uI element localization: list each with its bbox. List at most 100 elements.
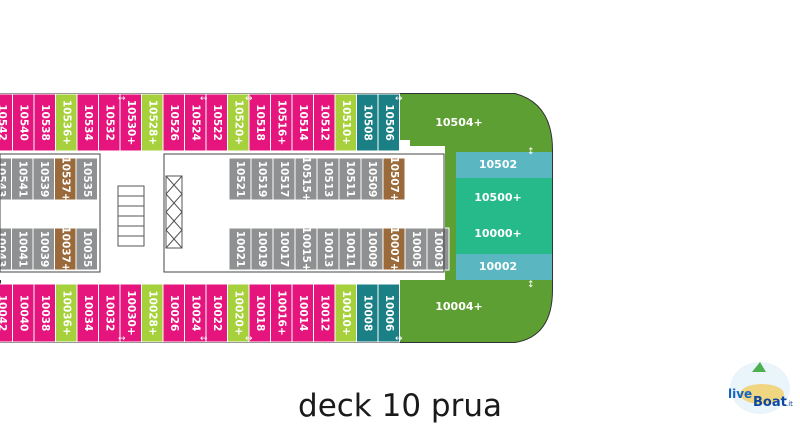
cabin-10018[interactable]: 10018 [248,283,271,343]
cabin-10016[interactable]: 10016+ [270,283,293,343]
cabin-10015[interactable]: 10015+ [294,226,318,272]
cabin-10043[interactable]: 10043 [0,227,12,271]
cabin-10014[interactable]: 10014 [291,283,314,343]
cabin-10500[interactable]: 10500+ [456,182,552,214]
cabin-10037[interactable]: 10037+ [54,226,77,272]
cabin-number: 10008 [361,295,373,332]
cabin-10536[interactable]: 10536+ [55,93,78,152]
svg-text:↔: ↔ [245,94,253,104]
cabin-10005[interactable]: 10005 [404,227,428,271]
svg-text:↔: ↔ [395,334,403,344]
cabin-10516[interactable]: 10516+ [270,93,293,152]
cabin-10039[interactable]: 10039 [32,227,55,271]
cabin-10506[interactable]: 10506 [377,93,400,152]
cabin-10010[interactable]: 10010+ [334,283,357,343]
cabin-10502[interactable]: 10502 [456,152,552,178]
cabin-10012[interactable]: 10012 [313,283,336,343]
cabin-number: 10016+ [275,290,287,335]
cabin-10000[interactable]: 10000+ [456,218,552,250]
cabin-10032[interactable]: 10032 [98,283,121,343]
cabin-10541[interactable]: 10541 [11,157,34,201]
cabin-number: 10028+ [146,290,158,335]
cabin-10013[interactable]: 10013 [316,227,340,271]
cabin-10041[interactable]: 10041 [11,227,34,271]
liveboat-logo: live Boat .it [728,362,793,414]
cabin-number: 10042 [0,295,8,332]
cabin-10519[interactable]: 10519 [250,157,274,201]
cabin-10515[interactable]: 10515+ [294,156,318,202]
cabin-number: 10526 [168,104,180,141]
cabin-10011[interactable]: 10011 [338,227,362,271]
cabin-10509[interactable]: 10509 [360,157,384,201]
cabin-10543[interactable]: 10543 [0,157,12,201]
cabin-10003[interactable]: 10003 [426,227,450,271]
svg-text:↔: ↔ [118,94,126,104]
cabin-10008[interactable]: 10008 [356,283,379,343]
cabin-10521[interactable]: 10521 [228,157,252,201]
cabin-10004[interactable]: 10004+ [410,284,520,330]
cabin-10512[interactable]: 10512 [313,93,336,152]
cabin-10513[interactable]: 10513 [316,157,340,201]
cabin-10036[interactable]: 10036+ [55,283,78,343]
cabin-10520[interactable]: 10520+ [227,93,250,152]
cabin-10020[interactable]: 10020+ [227,283,250,343]
cabin-10024[interactable]: 10024 [184,283,207,343]
cabin-10524[interactable]: 10524 [184,93,207,152]
cabin-10540[interactable]: 10540 [12,93,35,152]
cabin-10507[interactable]: 10507+ [382,156,406,202]
cabin-10022[interactable]: 10022 [205,283,228,343]
cabin-number: 10040 [17,295,29,332]
cabin-10526[interactable]: 10526 [162,93,185,152]
logo-suffix: .it [786,400,793,408]
cabin-number: 10026 [168,295,180,332]
cabin-number: 10036+ [60,290,72,335]
cabin-10535[interactable]: 10535 [75,157,98,201]
cabin-number: 10522 [211,104,223,141]
cabin-10042[interactable]: 10042 [0,283,13,343]
elevator-icon [165,175,183,249]
cabin-10542[interactable]: 10542 [0,93,13,152]
cabin-10038[interactable]: 10038 [33,283,56,343]
cabin-10518[interactable]: 10518 [248,93,271,152]
cabin-10534[interactable]: 10534 [76,93,99,152]
cabin-number: 10037+ [59,226,71,271]
cabin-10040[interactable]: 10040 [12,283,35,343]
cabin-10511[interactable]: 10511 [338,157,362,201]
cabin-10034[interactable]: 10034 [76,283,99,343]
svg-text:↕: ↕ [527,280,535,290]
inner-right-outline [163,153,445,273]
cabin-10028[interactable]: 10028+ [141,283,164,343]
cabin-10035[interactable]: 10035 [75,227,98,271]
cabin-10021[interactable]: 10021 [228,227,252,271]
cabin-10537[interactable]: 10537+ [54,156,77,202]
cabin-10504[interactable]: 10504+ [410,100,520,146]
cabin-10007[interactable]: 10007+ [382,226,406,272]
cabin-number: 10541 [16,161,28,198]
cabin-number: 10500+ [474,191,522,204]
cabin-10532[interactable]: 10532 [98,93,121,152]
inner-left-outline [0,153,101,273]
cabin-number: 10043 [0,231,7,268]
cabin-number: 10018 [254,295,266,332]
cabin-10006[interactable]: 10006 [377,283,400,343]
cabin-10514[interactable]: 10514 [291,93,314,152]
cabin-10508[interactable]: 10508 [356,93,379,152]
cabin-10517[interactable]: 10517 [272,157,296,201]
cabin-10002[interactable]: 10002 [456,254,552,280]
cabin-10528[interactable]: 10528+ [141,93,164,152]
cabin-10026[interactable]: 10026 [162,283,185,343]
cabin-10017[interactable]: 10017 [272,227,296,271]
logo-text-a: live [728,387,752,401]
cabin-10510[interactable]: 10510+ [334,93,357,152]
cabin-10539[interactable]: 10539 [32,157,55,201]
cabin-number: 10540 [17,104,29,141]
cabin-10538[interactable]: 10538 [33,93,56,152]
cabin-10522[interactable]: 10522 [205,93,228,152]
cabin-10009[interactable]: 10009 [360,227,384,271]
cabin-10019[interactable]: 10019 [250,227,274,271]
cabin-10030[interactable]: 10030+ [119,283,142,343]
cabin-number: 10032 [103,295,115,332]
bottom-cabin-row: 10042 10040 10038 10036+ 10034 10032 10030+ 100… [0,283,400,343]
cabin-number: 10520+ [232,100,244,145]
